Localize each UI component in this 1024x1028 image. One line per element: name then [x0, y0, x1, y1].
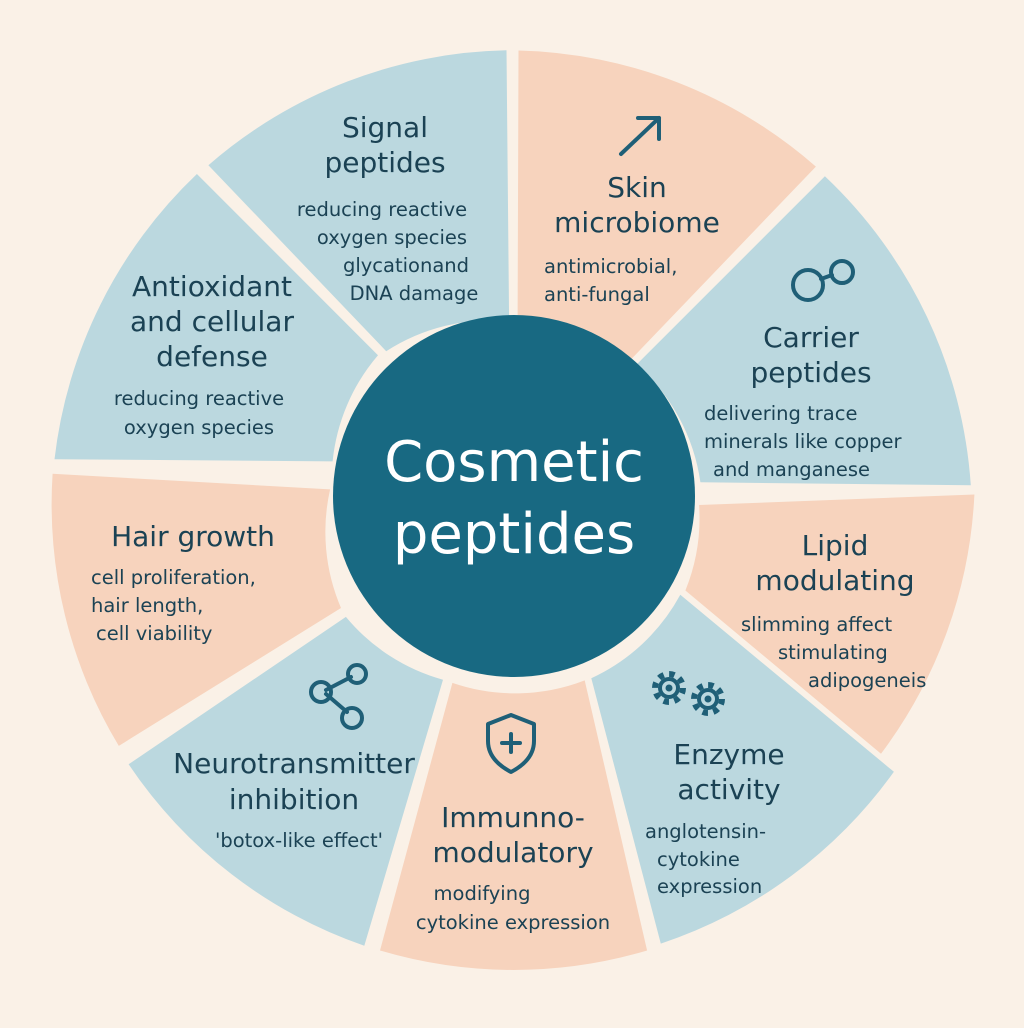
center-title-line-1: Cosmetic — [384, 430, 644, 495]
neurotransmitter-inhibition-title-line-1: Neurotransmitter — [173, 747, 415, 780]
two-circles-icon — [791, 259, 855, 302]
segment-enzyme-activity — [591, 594, 894, 944]
signal-peptides-desc-line-3: glycationand — [343, 254, 469, 277]
antioxidant-title-line-1: Antioxidant — [132, 270, 292, 303]
skin-microbiome-desc-line-2: anti-fungal — [544, 283, 650, 306]
segments-layer — [51, 50, 975, 970]
signal-peptides-title-line-2: peptides — [324, 146, 445, 179]
segment-signal-peptides — [208, 50, 510, 352]
segment-lipid-modulating — [685, 494, 975, 754]
lipid-modulating-desc-line-1: slimming affect — [741, 613, 892, 636]
lipid-modulating-title-line-2: modulating — [755, 564, 914, 597]
segment-immunomodulatory — [380, 680, 648, 970]
carrier-peptides-title-line-2: peptides — [750, 356, 871, 389]
immunomodulatory-desc-line-1: modifying — [434, 882, 531, 905]
signal-peptides-desc-line-4: DNA damage — [350, 282, 479, 305]
arrow-up-right-icon — [619, 116, 661, 156]
carrier-peptides-desc-line-1: delivering trace — [704, 402, 857, 425]
segment-neurotransmitter-inhibition — [128, 616, 443, 946]
center-title-line-2: peptides — [393, 502, 635, 567]
hair-growth-title-line-1: Hair growth — [111, 520, 275, 553]
hair-growth-desc-line-3: cell viability — [96, 622, 212, 645]
lipid-modulating-title-line-1: Lipid — [802, 529, 869, 562]
skin-microbiome-title-line-2: microbiome — [554, 206, 720, 239]
lipid-modulating-desc-line-3: adipogeneis — [808, 669, 926, 692]
lipid-modulating-desc-line-2: stimulating — [778, 641, 888, 664]
immunomodulatory-title-line-2: modulatory — [432, 836, 593, 869]
segment-antioxidant — [54, 174, 378, 462]
segment-skin-microbiome — [517, 50, 816, 359]
hair-growth-desc-line-2: hair length, — [91, 594, 203, 617]
antioxidant-desc-line-1: reducing reactive — [114, 387, 284, 410]
molecule-icon — [309, 663, 368, 730]
skin-microbiome-desc-line-1: antimicrobial, — [544, 255, 677, 278]
segment-carrier-peptides — [636, 176, 971, 486]
center-hub — [333, 315, 695, 677]
carrier-peptides-title-line-1: Carrier — [763, 321, 859, 354]
segment-hair-growth — [51, 473, 341, 746]
signal-peptides-title-line-1: Signal — [342, 111, 428, 144]
carrier-peptides-desc-line-2: minerals like copper — [704, 430, 903, 453]
enzyme-activity-desc-line-3: expression — [657, 875, 762, 898]
enzyme-activity-title-line-2: activity — [677, 773, 780, 806]
shield-plus-icon — [486, 713, 536, 774]
immunomodulatory-title-line-1: Immunno- — [441, 801, 585, 834]
immunomodulatory-desc-line-2: cytokine expression — [416, 911, 610, 934]
signal-peptides-desc-line-2: oxygen species — [317, 226, 467, 249]
hair-growth-desc-line-1: cell proliferation, — [91, 566, 256, 589]
gears-icon — [652, 671, 725, 716]
enzyme-activity-desc-line-2: cytokine — [657, 848, 740, 871]
neurotransmitter-inhibition-desc-line-1: 'botox-like effect' — [215, 829, 383, 852]
skin-microbiome-title-line-1: Skin — [607, 171, 667, 204]
antioxidant-desc-line-2: oxygen species — [124, 416, 274, 439]
signal-peptides-desc-line-1: reducing reactive — [297, 198, 467, 221]
antioxidant-title-line-3: defense — [156, 340, 268, 373]
carrier-peptides-desc-line-3: and manganese — [713, 458, 870, 481]
neurotransmitter-inhibition-title-line-2: inhibition — [229, 783, 359, 816]
enzyme-activity-title-line-1: Enzyme — [673, 738, 784, 771]
enzyme-activity-desc-line-1: anglotensin- — [645, 820, 766, 843]
antioxidant-title-line-2: and cellular — [130, 305, 294, 338]
